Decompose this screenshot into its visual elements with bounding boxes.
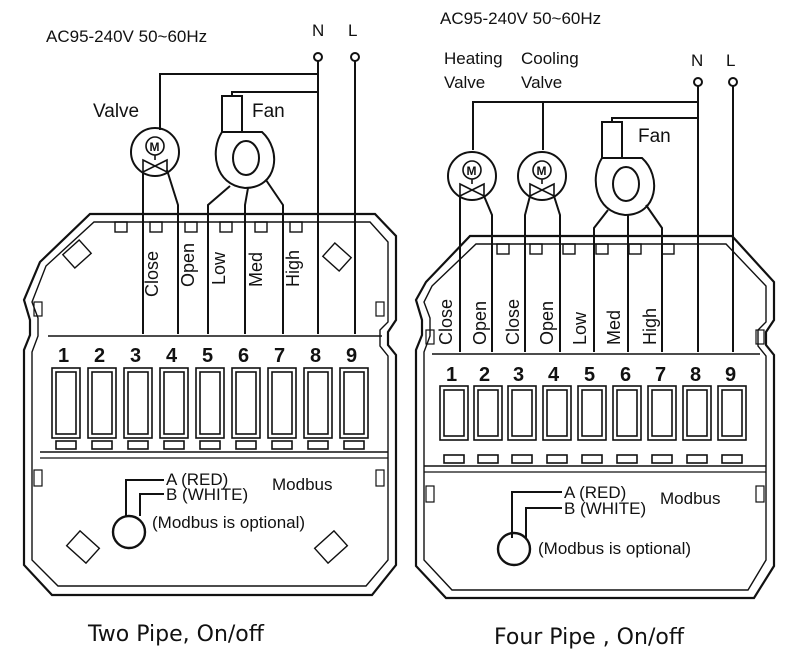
right-terminal-2: 2: [479, 364, 490, 386]
left-n-terminal: [313, 52, 323, 62]
right-cooling-m-letter: M: [537, 164, 547, 178]
right-modbus-note: (Modbus is optional): [538, 539, 691, 558]
left-fan-label: Fan: [252, 101, 285, 122]
right-fan-low-wire: [593, 209, 609, 352]
left-l-terminal: [350, 52, 360, 62]
left-caption: Two Pipe, On/off: [87, 622, 265, 647]
left-terminal-9: 9: [346, 345, 357, 367]
left-terminal-2: 2: [94, 345, 105, 367]
right-label-low: Low: [570, 311, 590, 345]
right-heating-label-2: Valve: [444, 73, 485, 92]
left-fan-med-wire: [244, 187, 249, 334]
right-terminal-3: 3: [513, 364, 524, 386]
left-label-high: High: [283, 250, 303, 287]
left-terminal-5: 5: [202, 345, 213, 367]
right-supply-label: AC95-240V 50~60Hz: [440, 9, 601, 28]
right-heating-m-letter: M: [467, 164, 477, 178]
left-label-low: Low: [209, 251, 229, 285]
right-modbus-a-label: A (RED): [564, 483, 626, 502]
right-cooling-close-wire: [524, 195, 531, 352]
right-heating-valve-symbol: M: [447, 151, 497, 201]
left-valve-open-wire: [166, 169, 179, 334]
right-fan-neutral-wire: [611, 117, 698, 122]
two-pipe-diagram: AC95-240V 50~60Hz N L Valve Fan M: [22, 21, 398, 647]
left-terminal-4: 4: [166, 345, 178, 367]
left-terminal-block: [51, 367, 369, 450]
right-terminal-block: [439, 385, 747, 464]
right-label-heating-open: Open: [470, 301, 490, 345]
left-label-med: Med: [246, 252, 266, 287]
left-valve-motor-symbol: M: [130, 127, 180, 177]
right-cooling-label-2: Valve: [521, 73, 562, 92]
left-terminal-3: 3: [130, 345, 141, 367]
right-n-label: N: [691, 51, 703, 70]
left-supply-label: AC95-240V 50~60Hz: [46, 27, 207, 46]
right-n-terminal: [693, 77, 703, 87]
four-pipe-diagram: AC95-240V 50~60Hz N L Heating Valve Cool…: [414, 9, 776, 650]
left-n-bus-wire: [159, 73, 318, 130]
left-valve-m-letter: M: [150, 140, 160, 154]
left-fan-symbol: [214, 95, 276, 190]
right-l-terminal: [728, 77, 738, 87]
right-modbus-connector: [496, 491, 562, 567]
right-cooling-label-1: Cooling: [521, 49, 579, 68]
left-modbus-note: (Modbus is optional): [152, 513, 305, 532]
right-terminal-7: 7: [655, 364, 666, 386]
right-modbus-b-label: B (WHITE): [564, 499, 646, 518]
left-fan-neutral-wire: [231, 91, 318, 96]
left-terminal-7: 7: [274, 345, 285, 367]
left-modbus-a-label: A (RED): [166, 470, 228, 489]
left-label-open: Open: [178, 243, 198, 287]
right-label-med: Med: [604, 310, 624, 345]
right-fan-label: Fan: [638, 126, 671, 147]
right-cooling-open-wire: [553, 195, 561, 352]
left-l-label: L: [348, 21, 357, 40]
right-fan-symbol: [594, 121, 656, 217]
right-terminal-9: 9: [725, 364, 736, 386]
left-terminal-8: 8: [310, 345, 321, 367]
left-modbus-connector: [111, 479, 164, 550]
right-cooling-valve-symbol: M: [517, 151, 567, 201]
right-n-bus-wire: [472, 101, 698, 150]
right-label-high: High: [640, 308, 660, 345]
left-terminal-1: 1: [58, 345, 69, 367]
left-fan-high-wire: [265, 179, 284, 334]
left-n-label: N: [312, 21, 324, 40]
right-thermostat-body: [414, 234, 776, 600]
left-label-close: Close: [142, 251, 162, 297]
left-modbus-b-label: B (WHITE): [166, 485, 248, 504]
right-heating-open-wire: [483, 195, 493, 352]
left-modbus-label: Modbus: [272, 475, 332, 494]
right-terminal-6: 6: [620, 364, 631, 386]
left-thermostat-body: [22, 212, 398, 597]
right-modbus-label: Modbus: [660, 489, 720, 508]
right-label-cooling-open: Open: [537, 301, 557, 345]
right-l-label: L: [726, 51, 735, 70]
left-valve-label: Valve: [93, 101, 139, 122]
right-fan-high-wire: [645, 204, 663, 352]
right-terminal-1: 1: [446, 364, 457, 386]
right-terminal-4: 4: [548, 364, 560, 386]
right-label-heating-close: Close: [436, 299, 456, 345]
right-terminal-5: 5: [584, 364, 595, 386]
left-fan-low-wire: [207, 185, 231, 334]
right-label-cooling-close: Close: [503, 299, 523, 345]
right-caption: Four Pipe , On/off: [494, 625, 685, 650]
right-heating-label-1: Heating: [444, 49, 503, 68]
left-terminal-6: 6: [238, 345, 249, 367]
right-terminal-8: 8: [690, 364, 701, 386]
